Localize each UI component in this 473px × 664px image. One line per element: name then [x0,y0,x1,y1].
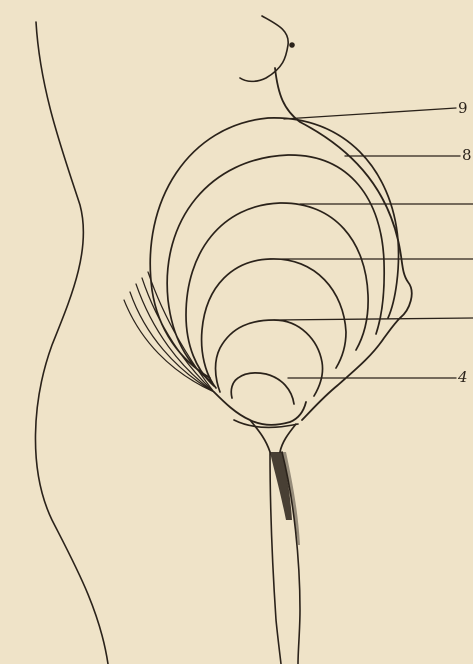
navel-dot [289,42,295,48]
label-month-9: 9 [458,99,468,117]
label-month-8: 8 [462,146,472,164]
label-month-4: 4 [457,368,468,386]
